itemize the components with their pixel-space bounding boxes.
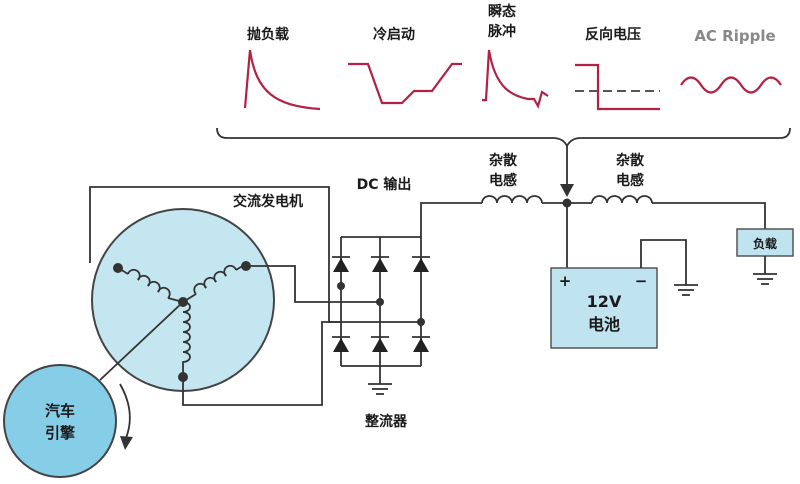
battery-plus-terminal: + — [559, 272, 572, 290]
stray-inductance-1-label-line1: 杂散 — [489, 152, 518, 169]
reverse-voltage-label: 反向电压 — [585, 26, 641, 43]
alternator-phase-c-wire — [182, 321, 421, 406]
rotor-shaft — [99, 301, 184, 381]
transient-brace — [216, 127, 791, 149]
load-label: 负载 — [753, 236, 777, 251]
transient-pulse-label-line1: 瞬态 — [488, 3, 516, 20]
winding-node-bottom — [178, 372, 188, 382]
reverse-voltage-waveform — [575, 63, 660, 111]
stator-winding-bottom — [182, 301, 191, 377]
rectifier-node-a — [337, 282, 345, 290]
ac-ripple-waveform — [680, 76, 782, 94]
diode-upper-1 — [332, 256, 350, 272]
diode-lower-2 — [371, 336, 389, 352]
load-dump-waveform — [243, 49, 321, 111]
rotation-arrow-head — [120, 436, 133, 450]
winding-node-center — [178, 297, 188, 307]
winding-node-right — [241, 261, 251, 271]
rectifier-node-b — [376, 298, 384, 306]
dc-output-wire — [420, 202, 482, 237]
rectifier-node-c — [417, 318, 425, 326]
cold-crank-waveform — [348, 62, 462, 105]
load-dump-label: 抛负载 — [247, 26, 289, 43]
load-feed-wire — [652, 202, 766, 229]
battery-ground-symbol — [674, 284, 698, 296]
stray-inductance-2-label-line2: 电感 — [616, 172, 644, 189]
diode-lower-3 — [412, 336, 430, 352]
winding-node-left — [113, 263, 123, 273]
rectifier-ground-symbol — [368, 383, 392, 395]
rectifier-label: 整流器 — [364, 413, 408, 430]
battery-voltage-label: 12V — [587, 292, 622, 311]
stray-inductor-1 — [481, 195, 543, 204]
engine-label-line2: 引擎 — [45, 424, 75, 442]
cold-crank-label: 冷启动 — [373, 26, 415, 43]
alternator-phase-b-wire — [245, 265, 380, 303]
diode-upper-2 — [371, 256, 389, 272]
battery-ground-wire — [640, 239, 687, 285]
transient-pulse-waveform — [482, 49, 549, 109]
diode-lower-1 — [332, 336, 350, 352]
battery-body — [550, 267, 658, 349]
rotation-arrow-shaft — [119, 383, 131, 439]
diode-upper-3 — [412, 256, 430, 272]
transient-pulse-label-line2: 脉冲 — [487, 23, 516, 40]
transient-arrow-head — [560, 184, 574, 197]
ac-ripple-label: AC Ripple — [694, 27, 775, 45]
engine-label-line1: 汽车 — [45, 402, 75, 420]
stray-inductance-1-label-line2: 电感 — [489, 172, 517, 189]
alternator-label: 交流发电机 — [233, 193, 303, 210]
battery-minus-terminal: − — [635, 272, 648, 290]
load-ground-symbol — [753, 273, 777, 285]
engine-body — [3, 364, 117, 478]
stray-inductor-2 — [591, 195, 653, 204]
dc-output-label: DC 输出 — [357, 176, 412, 193]
battery-name-label: 电池 — [588, 315, 620, 334]
stray-inductance-2-label-line1: 杂散 — [616, 152, 645, 169]
